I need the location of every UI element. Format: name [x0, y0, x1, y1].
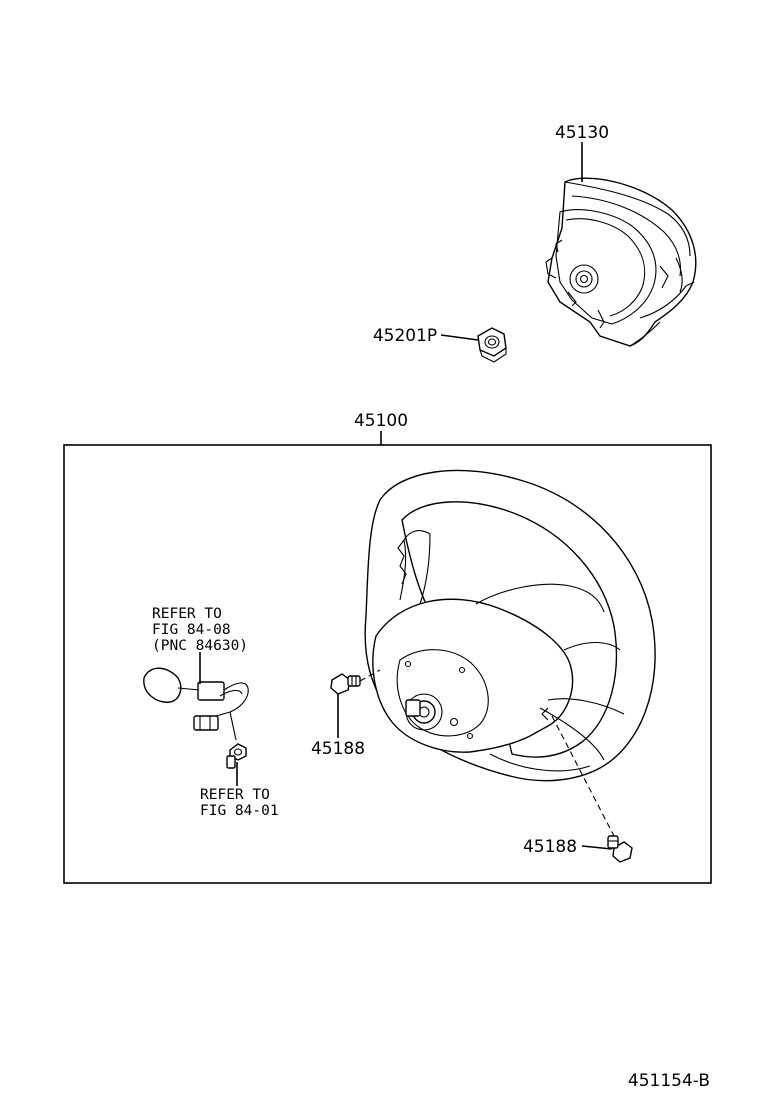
connector-ref-line-1: REFER TO — [152, 606, 222, 622]
leader-45201P — [440, 334, 479, 341]
part-number-45188-right: 45188 — [523, 837, 577, 857]
screw-left-axis — [359, 669, 381, 682]
screw-right-axis — [551, 715, 616, 839]
part-number-45188-left: 45188 — [311, 739, 365, 759]
connector-cable-illustration — [143, 667, 249, 741]
screw-right-illustration — [607, 835, 633, 863]
part-number-45201P: 45201P — [373, 326, 437, 346]
airbag-pad-illustration — [545, 177, 697, 347]
bolt-ref-line-1: REFER TO — [200, 787, 270, 803]
steering-wheel-illustration — [364, 469, 656, 782]
nut-illustration — [477, 327, 507, 363]
figure-code: 451154-B — [628, 1071, 710, 1091]
leader-45188-right — [581, 845, 613, 850]
connector-ref-line-3: (PNC 84630) — [152, 638, 248, 654]
bolt-illustration — [226, 743, 247, 769]
screw-left-illustration — [330, 673, 361, 695]
bolt-ref-line-2: FIG 84-01 — [200, 803, 279, 819]
part-number-45130: 45130 — [555, 123, 609, 143]
connector-ref-line-2: FIG 84-08 — [152, 622, 231, 638]
assembly-frame — [63, 444, 712, 884]
part-number-45100: 45100 — [354, 411, 408, 431]
